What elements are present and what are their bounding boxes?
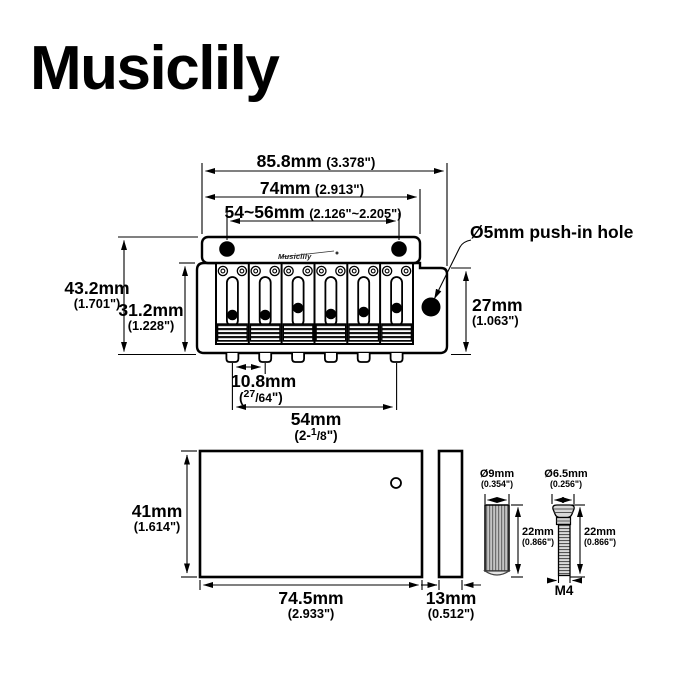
string-through-tabs <box>225 352 404 363</box>
dim-inches: (0.256") <box>549 479 583 490</box>
frac-close: ") <box>326 428 338 444</box>
dim-inches: (0.866") <box>584 537 617 548</box>
block-side-dimension-lines <box>421 580 481 590</box>
tremolo-block-side-view <box>437 449 464 579</box>
frac-open: (2- <box>294 428 311 444</box>
dim-inches: (1.063") <box>472 313 519 329</box>
dim-right-height-label: 27mm (1.063") <box>472 295 523 329</box>
dim-string-span-label: 54mm (2-1/8") <box>291 410 342 445</box>
dim-value: 31.2mm <box>118 300 184 320</box>
block-hole <box>390 477 402 489</box>
string-ball-5 <box>358 306 370 318</box>
engraving-flourish <box>280 250 339 258</box>
plate-engraving: Musiclily <box>278 252 312 261</box>
mounting-hole-left <box>219 241 235 257</box>
dim-value: 22mm <box>584 526 616 538</box>
frac-numerator: 27 <box>243 387 256 400</box>
dim-bushing-diameter-label: Ø9mm (0.354") <box>479 468 515 490</box>
dim-inches: (0.354") <box>480 479 514 490</box>
dim-string-spacing-label: 10.8mm (27/64") <box>231 372 296 407</box>
dim-value: 13mm <box>425 588 477 608</box>
dim-inches: (2.933") <box>287 606 335 622</box>
string-ball-4 <box>325 308 337 320</box>
dim-value: 10.8mm <box>231 371 297 391</box>
dim-inches: (0.512") <box>427 606 475 622</box>
block-front-dimension-lines <box>181 450 423 590</box>
dim-block-height-label: 41mm (1.614") <box>131 501 183 535</box>
top-view-dimension-lines <box>118 163 472 410</box>
dim-screw-length-label: 22mm (0.866") <box>584 526 617 548</box>
dim-value: 74mm <box>259 178 311 198</box>
dim-value: Ø9mm <box>479 468 515 480</box>
bridge-top-view <box>195 235 449 363</box>
dim-value: 27mm <box>472 295 523 315</box>
mounting-plate <box>200 235 422 265</box>
string-ball-2 <box>259 309 271 321</box>
dim-bushing-length-label: 22mm (0.866") <box>522 526 555 548</box>
dim-value: 41mm <box>131 501 183 521</box>
dim-block-width-label: 74.5mm (2.933") <box>278 588 344 622</box>
string-ball-3 <box>292 302 304 314</box>
dim-value: 22mm <box>522 526 554 538</box>
dim-value: 54~56mm <box>224 202 305 222</box>
frac-denominator: /8 <box>316 429 327 444</box>
dim-inches: (1.228") <box>127 318 175 334</box>
dim-inches: (2.126"~2.205") <box>309 206 402 221</box>
screw-dimension-lines <box>547 494 585 584</box>
bushing-dimension-lines <box>484 494 523 578</box>
mounting-hole-right <box>391 241 407 257</box>
arm-hole-callout: Ø5mm push-in hole <box>470 222 634 242</box>
dim-inches: (2.913") <box>314 182 365 197</box>
saddles <box>216 265 413 342</box>
dim-value: 43.2mm <box>64 278 130 298</box>
dim-body-height-label: 31.2mm (1.228") <box>118 300 184 334</box>
dim-inches: (0.866") <box>522 537 555 548</box>
dim-total-height-label: 43.2mm (1.701") <box>64 278 130 312</box>
frac-numerator: 1 <box>310 425 317 438</box>
dim-block-thickness-label: 13mm (0.512") <box>425 588 477 622</box>
dim-mount-spacing-label: 54~56mm (2.126"~2.205") <box>225 203 402 223</box>
tremolo-block-front-view <box>198 449 424 579</box>
dim-value: 85.8mm <box>256 151 322 171</box>
dim-value: 54mm <box>290 409 342 429</box>
string-ball-6 <box>391 302 402 314</box>
brand-logo: Musiclily <box>30 34 280 103</box>
dim-total-width-label: 85.8mm (3.378") <box>257 152 376 172</box>
string-ball-1 <box>227 309 238 321</box>
dim-inches: (1.614") <box>133 519 181 535</box>
dim-value: Ø6.5mm <box>544 468 588 480</box>
mounting-screw <box>552 504 575 577</box>
frac-open: ( <box>239 390 244 406</box>
frac-denominator: /64 <box>255 391 272 406</box>
dim-value: 74.5mm <box>278 588 344 608</box>
dim-plate-width-label: 74mm (2.913") <box>260 179 364 199</box>
dim-screw-diameter-label: Ø6.5mm (0.256") <box>544 468 588 490</box>
dim-inches: (3.378") <box>326 155 376 170</box>
saddle-separators <box>247 263 382 344</box>
frac-close: ") <box>271 390 283 406</box>
dim-inches: (1.701") <box>73 296 121 312</box>
tremolo-arm-hole <box>421 297 441 317</box>
screw-thread-label: M4 <box>554 583 574 598</box>
anchor-bushing <box>483 504 511 576</box>
